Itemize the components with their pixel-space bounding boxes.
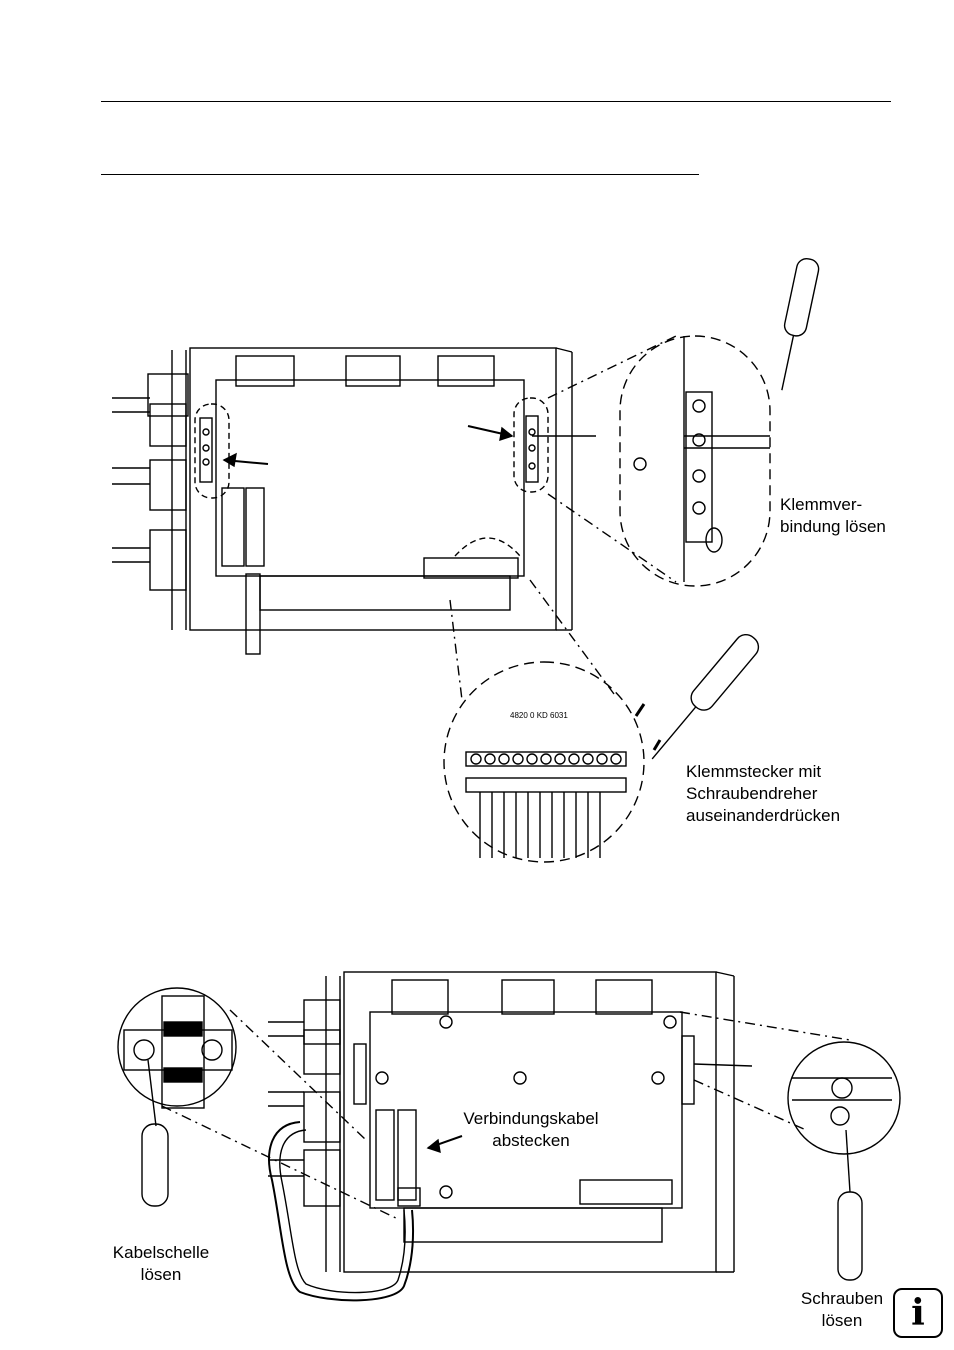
info-icon: i: [893, 1288, 943, 1338]
callout-plug-screwdriver: Klemmstecker mit Schraubendreher auseina…: [686, 762, 841, 825]
callout-screws-release: Schrauben lösen: [800, 1289, 884, 1330]
header-rule-top: [101, 101, 891, 102]
detail-screw-circle: [787, 1041, 901, 1155]
chassis-outline: [189, 347, 557, 631]
detail-plug-circle: [443, 661, 645, 863]
chassis-outline-lower: [343, 971, 717, 1273]
callout-clamp-release: Klemmver- bindung lösen: [780, 495, 886, 536]
top-assembly-drawing: 4820 0 KD 6031: [112, 257, 820, 863]
info-glyph: i: [911, 1292, 925, 1334]
detail-clamp-circle: [619, 335, 771, 587]
callout-cable-disconnect: Verbindungskabel abstecken: [463, 1109, 599, 1150]
part-number-text: 4820 0 KD 6031: [510, 711, 568, 720]
callout-clip-release: Kabelschelle lösen: [112, 1243, 210, 1284]
detail-clip-circle: [117, 987, 237, 1107]
plug-terminals: [470, 753, 622, 765]
header-rule-bottom: [101, 174, 699, 175]
